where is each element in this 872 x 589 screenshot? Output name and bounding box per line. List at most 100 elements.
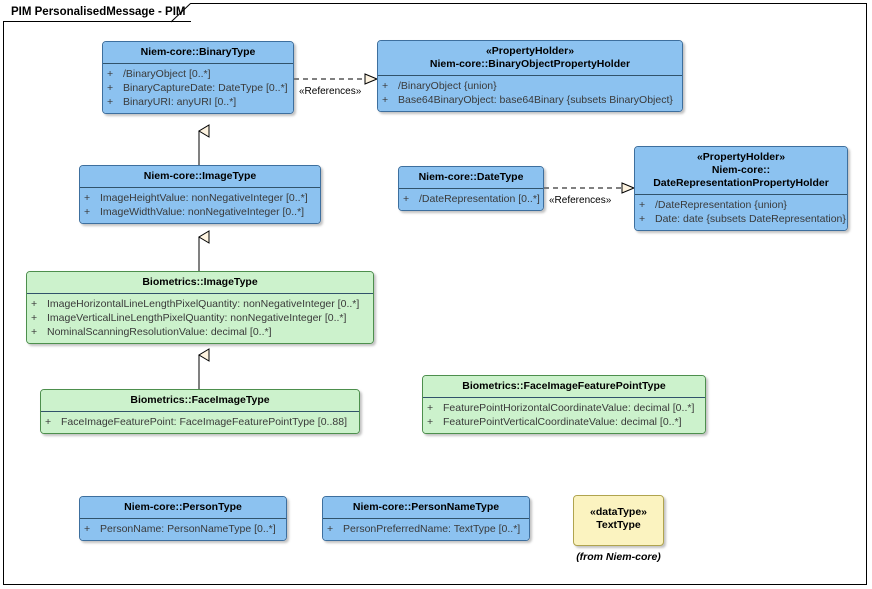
datatype-stereotype-texttype: «dataType» [590,506,647,518]
attribute-text: PersonName: PersonNameType [0..*] [100,523,276,535]
attribute-text: ImageHorizontalLineLengthPixelQuantity: … [47,298,360,310]
class-box-niem-core-persontype[interactable]: Niem-core::PersonType + PersonName: Perso… [79,496,287,541]
visibility-marker: + [31,312,38,324]
attribute-row: + /DateRepresentation {union} [639,198,843,212]
class-box-biometrics-faceimagetype[interactable]: Biometrics::FaceImageType + FaceImageFeat… [40,389,360,434]
class-box-binaryobjectpropertyholder[interactable]: «PropertyHolder» Niem-core::BinaryObject… [377,40,683,112]
visibility-marker: + [382,94,389,106]
class-header-niem-core-datetype: Niem-core::DateType [399,167,543,188]
attribute-text: /BinaryObject [0..*] [123,68,211,80]
class-header-niem-core-persontype: Niem-core::PersonType [80,497,286,518]
class-attributes-biometrics-faceimagetype: + FaceImageFeaturePoint: FaceImageFeature… [41,411,359,433]
class-box-niem-core-datetype[interactable]: Niem-core::DateType + /DateRepresentation… [398,166,544,211]
visibility-marker: + [327,523,334,535]
attribute-text: PersonPreferredName: TextType [0..*] [343,523,521,535]
visibility-marker: + [427,416,434,428]
class-attributes-niem-core-persontype: + PersonName: PersonNameType [0..*] [80,518,286,540]
class-header-niem-core-imagetype: Niem-core::ImageType [80,166,320,187]
attribute-text: /BinaryObject {union} [398,80,497,92]
class-name-niem-core-persontype: Niem-core::PersonType [124,501,242,513]
class-attributes-biometrics-imagetype: + ImageHorizontalLineLengthPixelQuantity:… [27,293,373,343]
visibility-marker: + [31,326,38,338]
class-box-niem-core-personnametype[interactable]: Niem-core::PersonNameType + PersonPreferr… [322,496,530,541]
class-header-binaryobjectpropertyholder: «PropertyHolder» Niem-core::BinaryObject… [378,41,682,75]
attribute-row: + NominalScanningResolutionValue: decimal… [31,325,369,339]
attribute-row: + FeaturePointHorizontalCoordinateValue: … [427,401,701,415]
class-attributes-daterepresentationpropertyholder: + /DateRepresentation {union} + Date: date… [635,194,847,230]
visibility-marker: + [31,298,38,310]
class-name-biometrics-imagetype: Biometrics::ImageType [142,276,258,288]
attribute-text: BinaryCaptureDate: DateType [0..*] [123,82,288,94]
class-box-niem-core-imagetype[interactable]: Niem-core::ImageType + ImageHeightValue: … [79,165,321,224]
diagram-frame [3,3,867,585]
attribute-row: +ImageWidthValue: nonNegativeInteger [0.… [84,205,316,219]
attribute-text: ImageVerticalLineLengthPixelQuantity: no… [47,312,347,324]
class-box-biometrics-faceimagefeaturepointtype[interactable]: Biometrics::FaceImageFeaturePointType +F… [422,375,706,434]
attribute-row: + /DateRepresentation [0..*] [403,192,540,206]
class-name-niem-core-datetype: Niem-core::DateType [418,171,524,183]
attribute-text: FaceImageFeaturePoint: FaceImageFeatureP… [61,416,347,428]
attribute-row: + Date: date {subsets DateRepresentation} [639,212,846,226]
datatype-box-texttype[interactable]: «dataType» TextType [573,495,664,546]
class-name-biometrics-faceimagefeaturepointtype: Biometrics::FaceImageFeaturePointType [462,380,666,392]
attribute-text: FeaturePointVerticalCoordinateValue: dec… [443,416,682,428]
visibility-marker: + [84,206,91,218]
visibility-marker: + [45,416,52,428]
class-attributes-niem-core-imagetype: + ImageHeightValue: nonNegativeInteger [0… [80,187,320,223]
class-name-binaryobjectpropertyholder: Niem-core::BinaryObjectPropertyHolder [429,58,631,70]
attribute-row: + ImageVerticalLineLengthPixelQuantity: n… [31,311,369,325]
class-name-line2-daterepresentationpropertyholder: DateRepresentationPropertyHolder [653,177,829,189]
visibility-marker: + [107,82,114,94]
attribute-row: + BinaryURI: anyURI [0..*] [107,95,289,109]
datatype-caption-texttype: (from Niem-core) [576,551,661,563]
visibility-marker: + [107,68,114,80]
attribute-row: + BinaryCaptureDate: DateType [0..*] [107,81,289,95]
diagram-title: PIM PersonalisedMessage - PIM [11,6,186,18]
datatype-name-texttype: TextType [596,519,641,531]
class-header-biometrics-faceimagefeaturepointtype: Biometrics::FaceImageFeaturePointType [423,376,705,397]
attribute-row: +/BinaryObject {union} [382,79,678,93]
visibility-marker: + [403,193,410,205]
references-label-binary: «References» [299,86,362,97]
attribute-text: NominalScanningResolutionValue: decimal … [47,326,272,338]
class-box-daterepresentationpropertyholder[interactable]: «PropertyHolder» Niem-core:: DateReprese… [634,146,848,231]
class-name-biometrics-faceimagetype: Biometrics::FaceImageType [130,394,270,406]
visibility-marker: + [107,96,114,108]
visibility-marker: + [427,402,434,414]
attribute-row: + FeaturePointVerticalCoordinateValue: de… [427,415,701,429]
class-box-biometrics-imagetype[interactable]: Biometrics::ImageType + ImageHorizontalLi… [26,271,374,344]
visibility-marker: + [84,192,91,204]
class-attributes-biometrics-faceimagefeaturepointtype: + FeaturePointHorizontalCoordinateValue: … [423,397,705,433]
attribute-text: BinaryURI: anyURI [0..*] [123,96,237,108]
visibility-marker: + [639,199,646,211]
attribute-row: + /BinaryObject [0..*] [107,67,289,81]
class-stereotype-daterepresentationpropertyholder: «PropertyHolder» [696,151,786,163]
class-header-niem-core-binarytype: Niem-core::BinaryType [103,42,293,63]
attribute-text: FeaturePointHorizontalCoordinateValue: d… [443,402,695,414]
class-attributes-niem-core-datetype: + /DateRepresentation [0..*] [399,188,543,210]
attribute-text: ImageHeightValue: nonNegativeInteger [0.… [100,192,308,204]
class-name-niem-core-imagetype: Niem-core::ImageType [143,170,257,182]
class-name-niem-core-personnametype: Niem-core::PersonNameType [352,501,500,513]
diagram-tab-diagonal-edge [171,3,192,23]
attribute-row: + FaceImageFeaturePoint: FaceImageFeature… [45,415,355,429]
visibility-marker: + [639,213,646,225]
attribute-text: Date: date {subsets DateRepresentation} [655,213,846,225]
class-header-niem-core-personnametype: Niem-core::PersonNameType [323,497,529,518]
references-label-date: «References» [549,195,612,206]
class-header-biometrics-faceimagetype: Biometrics::FaceImageType [41,390,359,411]
attribute-text: Base64BinaryObject: base64Binary {subset… [398,94,673,106]
class-attributes-niem-core-personnametype: + PersonPreferredName: TextType [0..*] [323,518,529,540]
attribute-row: + ImageHeightValue: nonNegativeInteger [0… [84,191,316,205]
class-attributes-binaryobjectpropertyholder: +/BinaryObject {union} + Base64BinaryObje… [378,75,682,111]
class-box-niem-core-binarytype[interactable]: Niem-core::BinaryType + /BinaryObject [0.… [102,41,294,114]
attribute-row: + Base64BinaryObject: base64Binary {subse… [382,93,678,107]
class-name-line1-daterepresentationpropertyholder: Niem-core:: [711,164,771,176]
diagram-frame-tab: PIM PersonalisedMessage - PIM [3,3,191,22]
attribute-row: + ImageHorizontalLineLengthPixelQuantity:… [31,297,369,311]
class-header-biometrics-imagetype: Biometrics::ImageType [27,272,373,293]
attribute-text: /DateRepresentation [0..*] [419,193,540,205]
attribute-text: /DateRepresentation {union} [655,199,787,211]
visibility-marker: + [84,523,91,535]
